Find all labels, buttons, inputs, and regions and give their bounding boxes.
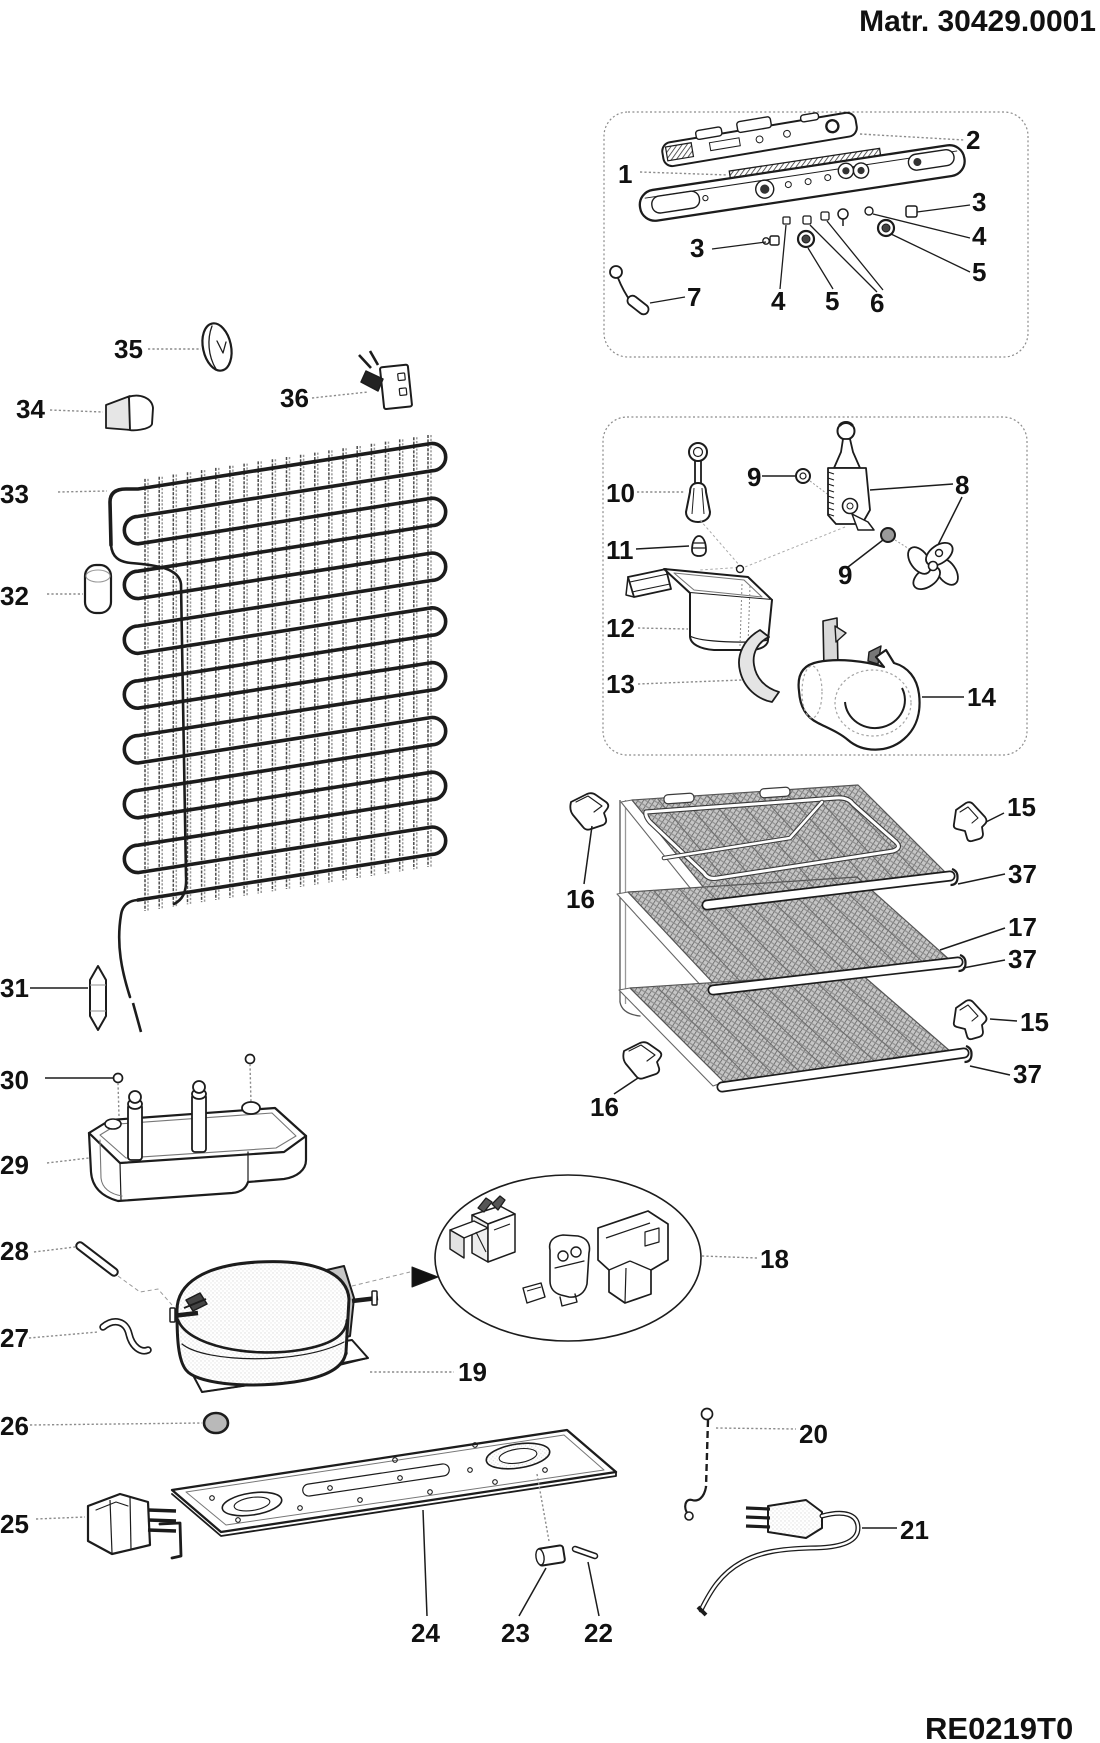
svg-text:7: 7 xyxy=(687,282,701,312)
svg-text:15: 15 xyxy=(1020,1007,1049,1037)
svg-text:4: 4 xyxy=(771,286,786,316)
svg-text:28: 28 xyxy=(0,1236,29,1266)
svg-text:29: 29 xyxy=(0,1150,29,1180)
svg-text:3: 3 xyxy=(690,233,704,263)
svg-text:31: 31 xyxy=(0,973,29,1003)
svg-text:2: 2 xyxy=(966,125,980,155)
svg-text:26: 26 xyxy=(0,1411,29,1441)
svg-text:32: 32 xyxy=(0,581,29,611)
svg-text:12: 12 xyxy=(606,613,635,643)
svg-text:25: 25 xyxy=(0,1509,29,1539)
svg-text:23: 23 xyxy=(501,1618,530,1648)
svg-text:19: 19 xyxy=(458,1357,487,1387)
svg-text:24: 24 xyxy=(411,1618,440,1648)
svg-text:16: 16 xyxy=(590,1092,619,1122)
svg-text:5: 5 xyxy=(972,257,986,287)
svg-text:6: 6 xyxy=(870,288,884,318)
svg-text:21: 21 xyxy=(900,1515,929,1545)
svg-text:30: 30 xyxy=(0,1065,29,1095)
svg-text:34: 34 xyxy=(16,394,45,424)
svg-text:5: 5 xyxy=(825,286,839,316)
svg-text:RE0219T0: RE0219T0 xyxy=(925,1711,1073,1743)
svg-text:10: 10 xyxy=(606,478,635,508)
svg-text:22: 22 xyxy=(584,1618,613,1648)
svg-text:16: 16 xyxy=(566,884,595,914)
svg-text:14: 14 xyxy=(967,682,996,712)
svg-text:35: 35 xyxy=(114,334,143,364)
svg-text:1: 1 xyxy=(618,159,632,189)
svg-text:9: 9 xyxy=(747,462,761,492)
svg-text:9: 9 xyxy=(838,560,852,590)
svg-text:13: 13 xyxy=(606,669,635,699)
svg-text:3: 3 xyxy=(972,187,986,217)
svg-text:Matr. 30429.0001: Matr. 30429.0001 xyxy=(859,5,1096,38)
svg-text:37: 37 xyxy=(1008,859,1037,889)
svg-text:17: 17 xyxy=(1008,912,1037,942)
svg-text:37: 37 xyxy=(1008,944,1037,974)
svg-text:15: 15 xyxy=(1007,792,1036,822)
svg-text:37: 37 xyxy=(1013,1059,1042,1089)
svg-text:18: 18 xyxy=(760,1244,789,1274)
svg-text:20: 20 xyxy=(799,1419,828,1449)
svg-text:8: 8 xyxy=(955,470,969,500)
svg-text:33: 33 xyxy=(0,479,29,509)
svg-text:36: 36 xyxy=(280,383,309,413)
svg-text:4: 4 xyxy=(972,221,987,251)
svg-text:11: 11 xyxy=(606,535,634,565)
svg-text:27: 27 xyxy=(0,1323,29,1353)
